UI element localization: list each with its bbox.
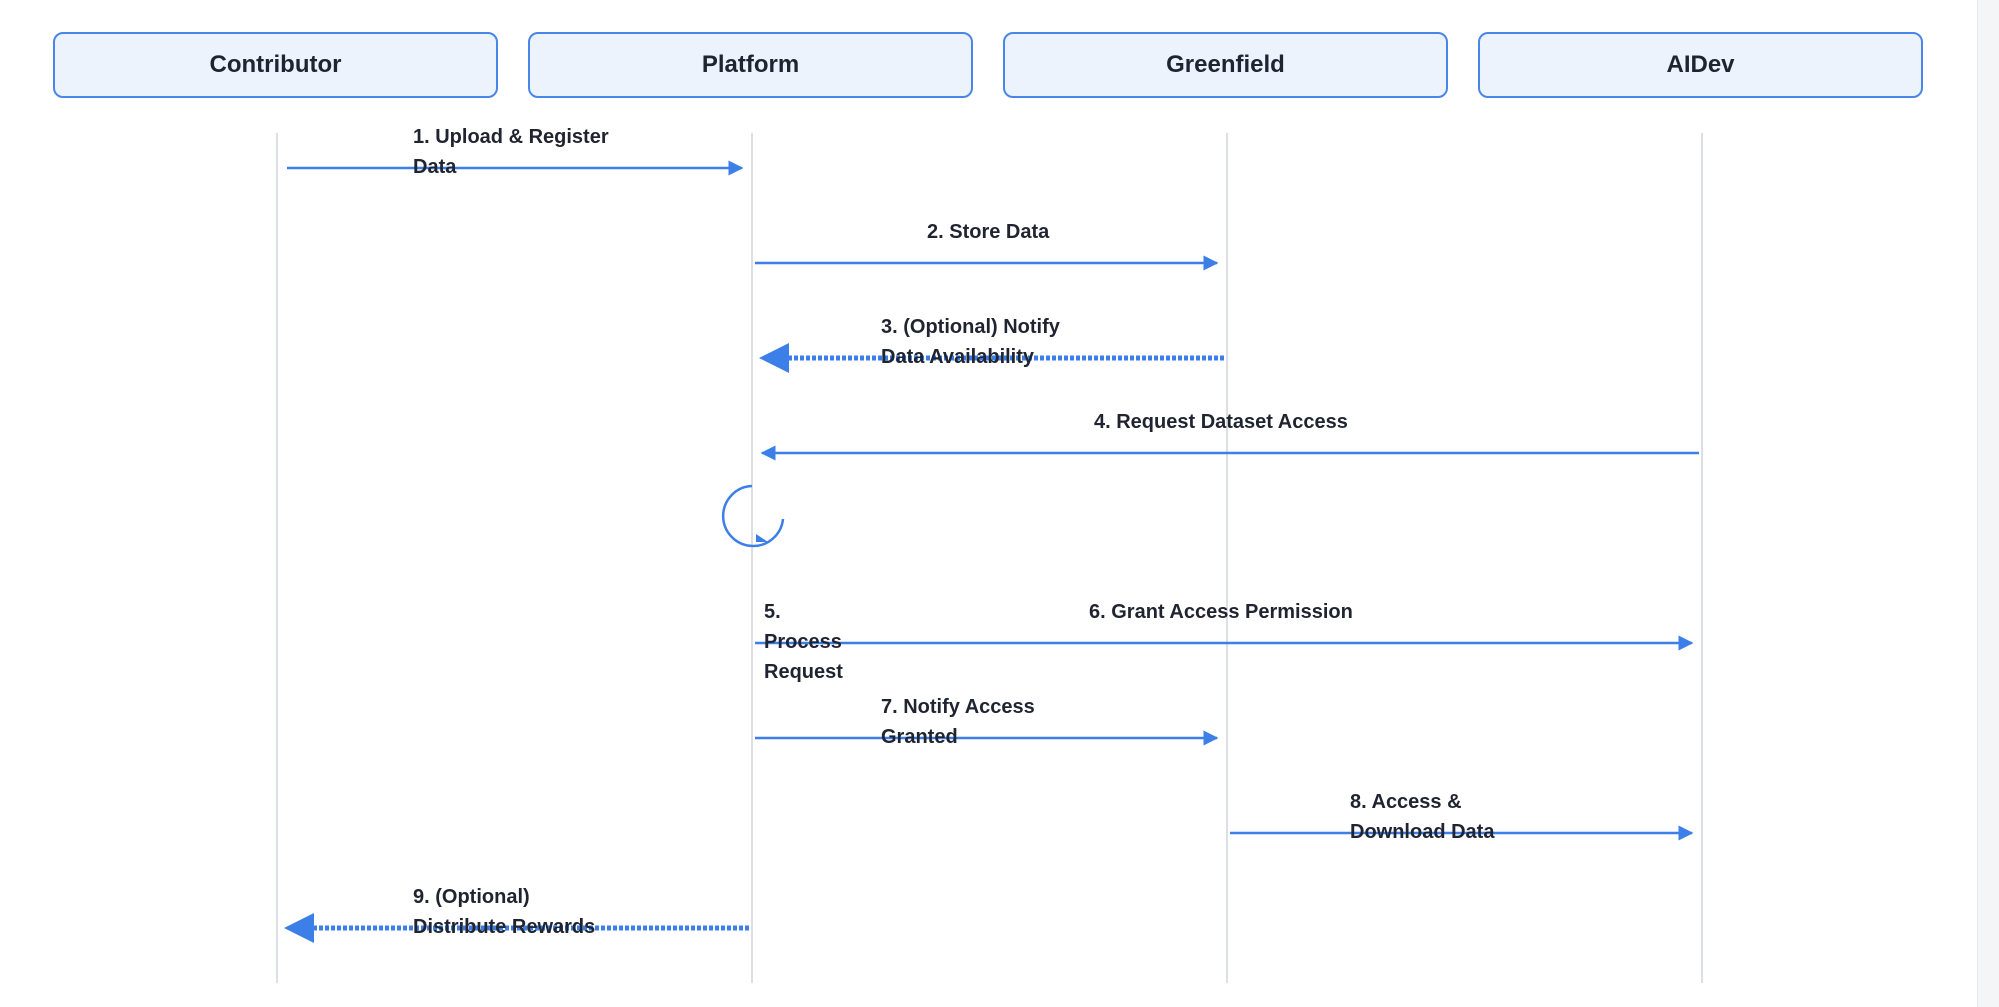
message-label-5: 5. Process Request [764, 601, 843, 683]
actor-label: AIDev [1666, 51, 1735, 78]
message-label-2: 2. Store Data [927, 221, 1050, 243]
actor-contributor: Contributor [53, 32, 498, 98]
actor-aidev: AIDev [1478, 32, 1923, 98]
message-label-3: 3. (Optional) Notify Data Availability [881, 316, 1060, 368]
page-scroll-gutter [1977, 0, 1999, 1007]
actor-platform: Platform [528, 32, 973, 98]
message-label-7: 7. Notify Access Granted [881, 696, 1035, 748]
message-label-4: 4. Request Dataset Access [1094, 411, 1348, 433]
message-label-6: 6. Grant Access Permission [1089, 601, 1353, 623]
actor-greenfield: Greenfield [1003, 32, 1448, 98]
actor-label: Platform [701, 51, 800, 78]
message-label-8: 8. Access & Download Data [1350, 791, 1495, 843]
message-label-9: 9. (Optional) Distribute Rewards [413, 886, 596, 938]
actor-label: Greenfield [1166, 51, 1285, 78]
message-label-1: 1. Upload & Register Data [413, 126, 609, 178]
self-loop-arrow [721, 484, 785, 548]
actor-label: Contributor [209, 51, 342, 78]
self-loop-arrowhead [756, 534, 768, 542]
